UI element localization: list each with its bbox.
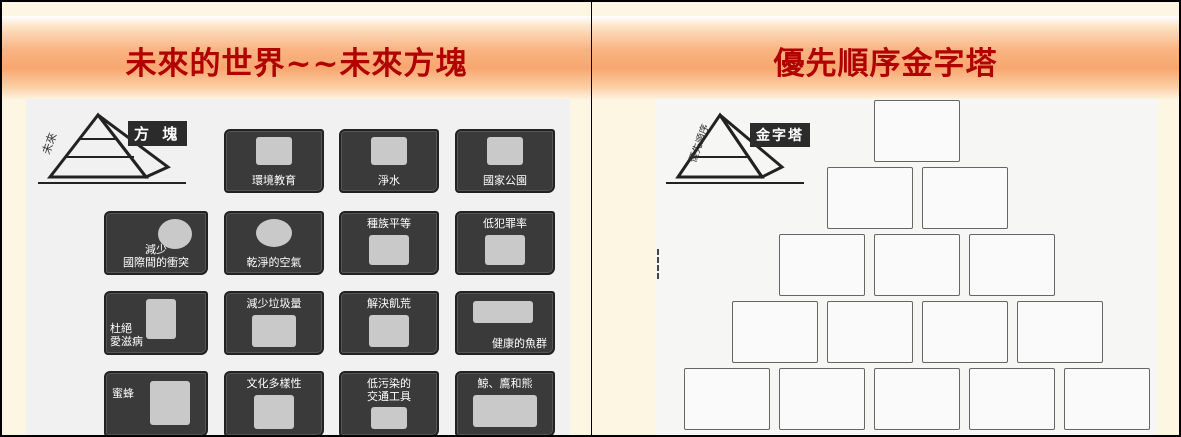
pyramid-box: [731, 301, 818, 363]
pyramid-box: [969, 368, 1055, 430]
tile-label: 環境教育: [252, 174, 296, 187]
tile-label: 鯨、鷹和熊: [477, 377, 533, 390]
tile-clean-water: 淨水: [339, 129, 439, 193]
tile-env-edu: 環境教育: [224, 129, 324, 193]
title-band: [2, 16, 591, 100]
slide-title: 優先順序金字塔: [773, 46, 998, 82]
pyramid-box: [874, 368, 960, 430]
tile-label: 國家公園: [483, 174, 527, 187]
title-band: [592, 16, 1179, 100]
tile-label: 減少 國際間的衝突: [123, 243, 189, 269]
logo-label: 金字塔: [750, 123, 810, 147]
tile-label: 低污染的 交通工具: [367, 377, 411, 403]
pyramid-box: [826, 301, 913, 363]
pyramid-box: [969, 234, 1055, 296]
tile-low-crime: 低犯罪率: [455, 211, 555, 275]
pyramid-box: [874, 100, 960, 162]
tile-national-park: 國家公園: [455, 129, 555, 193]
pyramid-box: [779, 234, 865, 296]
tile-label: 乾淨的空氣: [246, 256, 302, 269]
pyramid-box: [874, 234, 960, 296]
tile-label: 文化多樣性: [246, 377, 302, 390]
tile-low-pollution-transport: 低污染的 交通工具: [339, 371, 439, 435]
pyramid-box: [779, 368, 865, 430]
pyramid-box: [684, 368, 770, 430]
tile-label: 蜜蜂: [112, 387, 134, 400]
tile-clean-air: 乾淨的空氣: [224, 211, 324, 275]
pyramid-box: [826, 167, 913, 229]
tile-end-famine: 解決飢荒: [339, 291, 439, 355]
tile-label: 杜絕 愛滋病: [110, 322, 143, 348]
tile-bees: 蜜蜂: [104, 371, 208, 435]
pyramid-logo: 未來 方 塊: [36, 107, 196, 187]
tile-label: 解決飢荒: [367, 297, 411, 310]
tile-reduce-conflict: 減少 國際間的衝突: [104, 211, 208, 275]
pyramid-logo: 優先順序 金字塔: [664, 105, 814, 185]
tile-end-aids: 杜絕 愛滋病: [104, 291, 208, 355]
slide-title: 未來的世界~~未來方塊: [125, 46, 468, 82]
right-slide: 優先順序金字塔 優先順序 金字塔: [591, 0, 1181, 437]
pyramid-box: [1064, 368, 1150, 430]
left-slide: 未來的世界~~未來方塊 未來 方 塊 環境教育 淨水 國家公園: [0, 0, 592, 437]
tile-racial-equality: 種族平等: [339, 211, 439, 275]
future-blocks-image: 未來 方 塊 環境教育 淨水 國家公園 減少 國際間的衝突 乾淨的空氣 種族平等: [26, 99, 570, 435]
tile-label: 種族平等: [367, 217, 411, 230]
tile-healthy-fish: 健康的魚群: [455, 291, 555, 355]
tile-label: 減少垃圾量: [246, 297, 302, 310]
pyramid-box: [1016, 301, 1103, 363]
logo-label: 方 塊: [128, 121, 188, 146]
pyramid-logo-icon: [38, 112, 186, 184]
tile-label: 淨水: [378, 174, 400, 187]
scan-mark: [657, 249, 659, 279]
tile-whales-eagles-bears: 鯨、鷹和熊: [455, 371, 555, 435]
tile-label: 健康的魚群: [492, 337, 547, 350]
pyramid-box: [921, 301, 1008, 363]
tile-label: 低犯罪率: [483, 217, 527, 230]
pyramid-box: [921, 167, 1008, 229]
tile-cultural-diversity: 文化多樣性: [224, 371, 324, 435]
priority-pyramid-image: 優先順序 金字塔: [656, 99, 1157, 435]
tile-reduce-waste: 減少垃圾量: [224, 291, 324, 355]
